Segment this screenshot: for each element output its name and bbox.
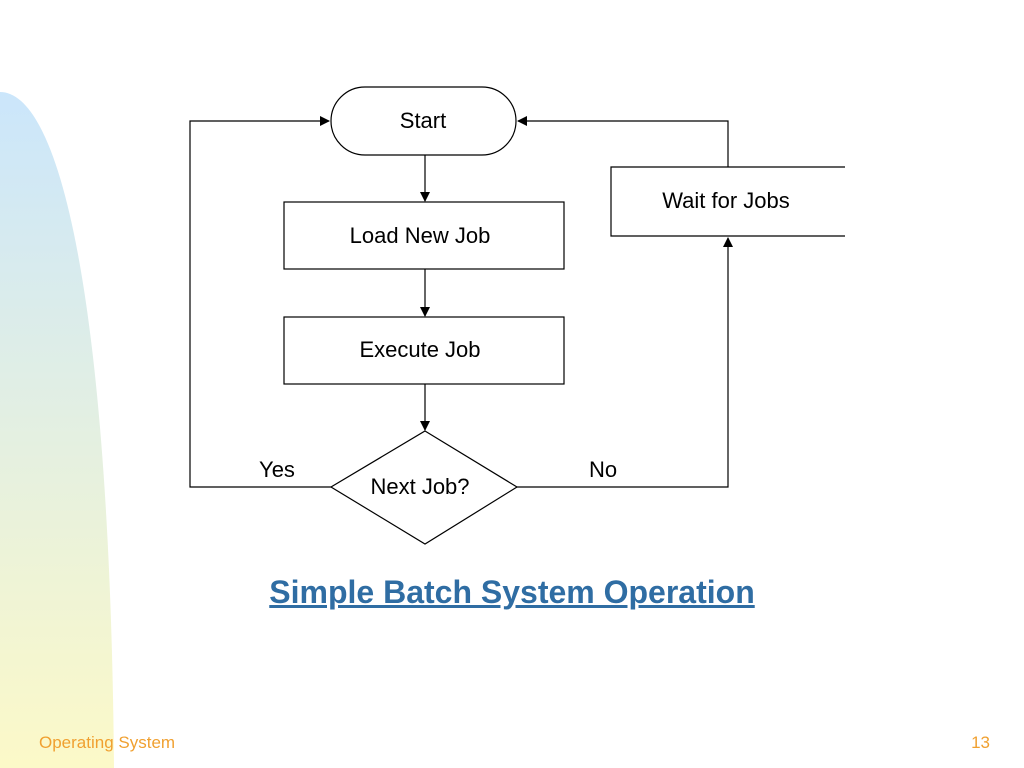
decorative-side-band — [0, 92, 114, 768]
footer-course-name: Operating System — [39, 733, 176, 752]
execute-job-node-label: Execute Job — [359, 337, 480, 362]
yes-edge-label: Yes — [259, 457, 295, 482]
arrow-wait-to-start — [517, 116, 729, 167]
load-job-node-label: Load New Job — [350, 223, 491, 248]
execute-job-node — [283, 316, 565, 385]
decision-node-label: Next Job? — [370, 474, 469, 499]
flowchart: Start Load New Job Execute Job Next Job?… — [189, 86, 845, 545]
arrow-yes-to-start — [189, 116, 331, 488]
load-job-node — [283, 201, 565, 270]
wait-node-label: Wait for Jobs — [662, 188, 790, 213]
start-node — [330, 86, 517, 156]
page-number: 13 — [971, 733, 990, 752]
start-node-label: Start — [400, 108, 446, 133]
slide-title: Simple Batch System Operation — [269, 574, 755, 610]
arrow-no-to-wait — [517, 237, 733, 488]
next-job-decision-node — [329, 430, 519, 545]
no-edge-label: No — [589, 457, 617, 482]
